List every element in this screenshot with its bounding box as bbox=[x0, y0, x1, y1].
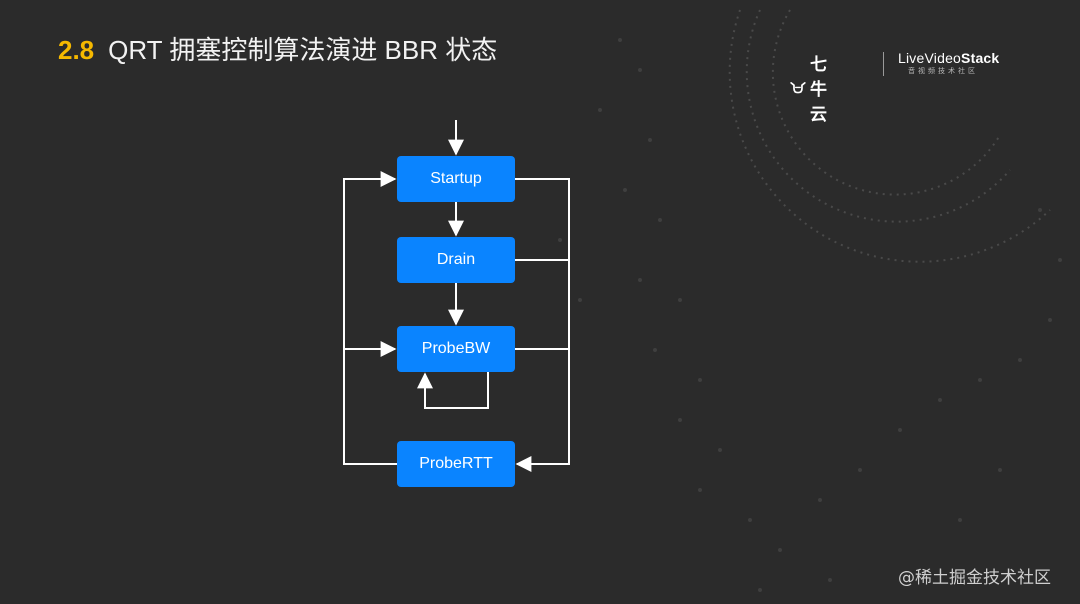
slide-title: 2.8 QRT 拥塞控制算法演进 BBR 状态 bbox=[58, 30, 497, 67]
state-drain: Drain bbox=[397, 237, 515, 283]
edge-probebw-self-loop bbox=[417, 372, 489, 409]
qiniu-logo-text: 七牛云 bbox=[809, 55, 827, 125]
ox-head-icon bbox=[790, 81, 806, 93]
logo-divider bbox=[883, 52, 884, 76]
lvs-prefix: LiveVideo bbox=[898, 50, 962, 66]
section-number: 2.8 bbox=[58, 35, 95, 65]
state-probebw: ProbeBW bbox=[397, 326, 515, 372]
lvs-suffix: Stack bbox=[961, 50, 1000, 66]
state-probertt: ProbeRTT bbox=[397, 441, 515, 487]
watermark: @稀土掘金技术社区 bbox=[898, 568, 1051, 588]
edge-left-bus-startup bbox=[343, 171, 397, 465]
edge-right-bus bbox=[515, 178, 570, 472]
livevideostack-logo: LiveVideoStack 音视频技术社区 bbox=[898, 50, 999, 76]
title-text: QRT 拥塞控制算法演进 BBR 状态 bbox=[108, 35, 498, 65]
state-startup: Startup bbox=[397, 156, 515, 202]
qiniu-logo: 七牛云 bbox=[790, 50, 839, 125]
lvs-subtitle: 音视频技术社区 bbox=[908, 67, 978, 75]
